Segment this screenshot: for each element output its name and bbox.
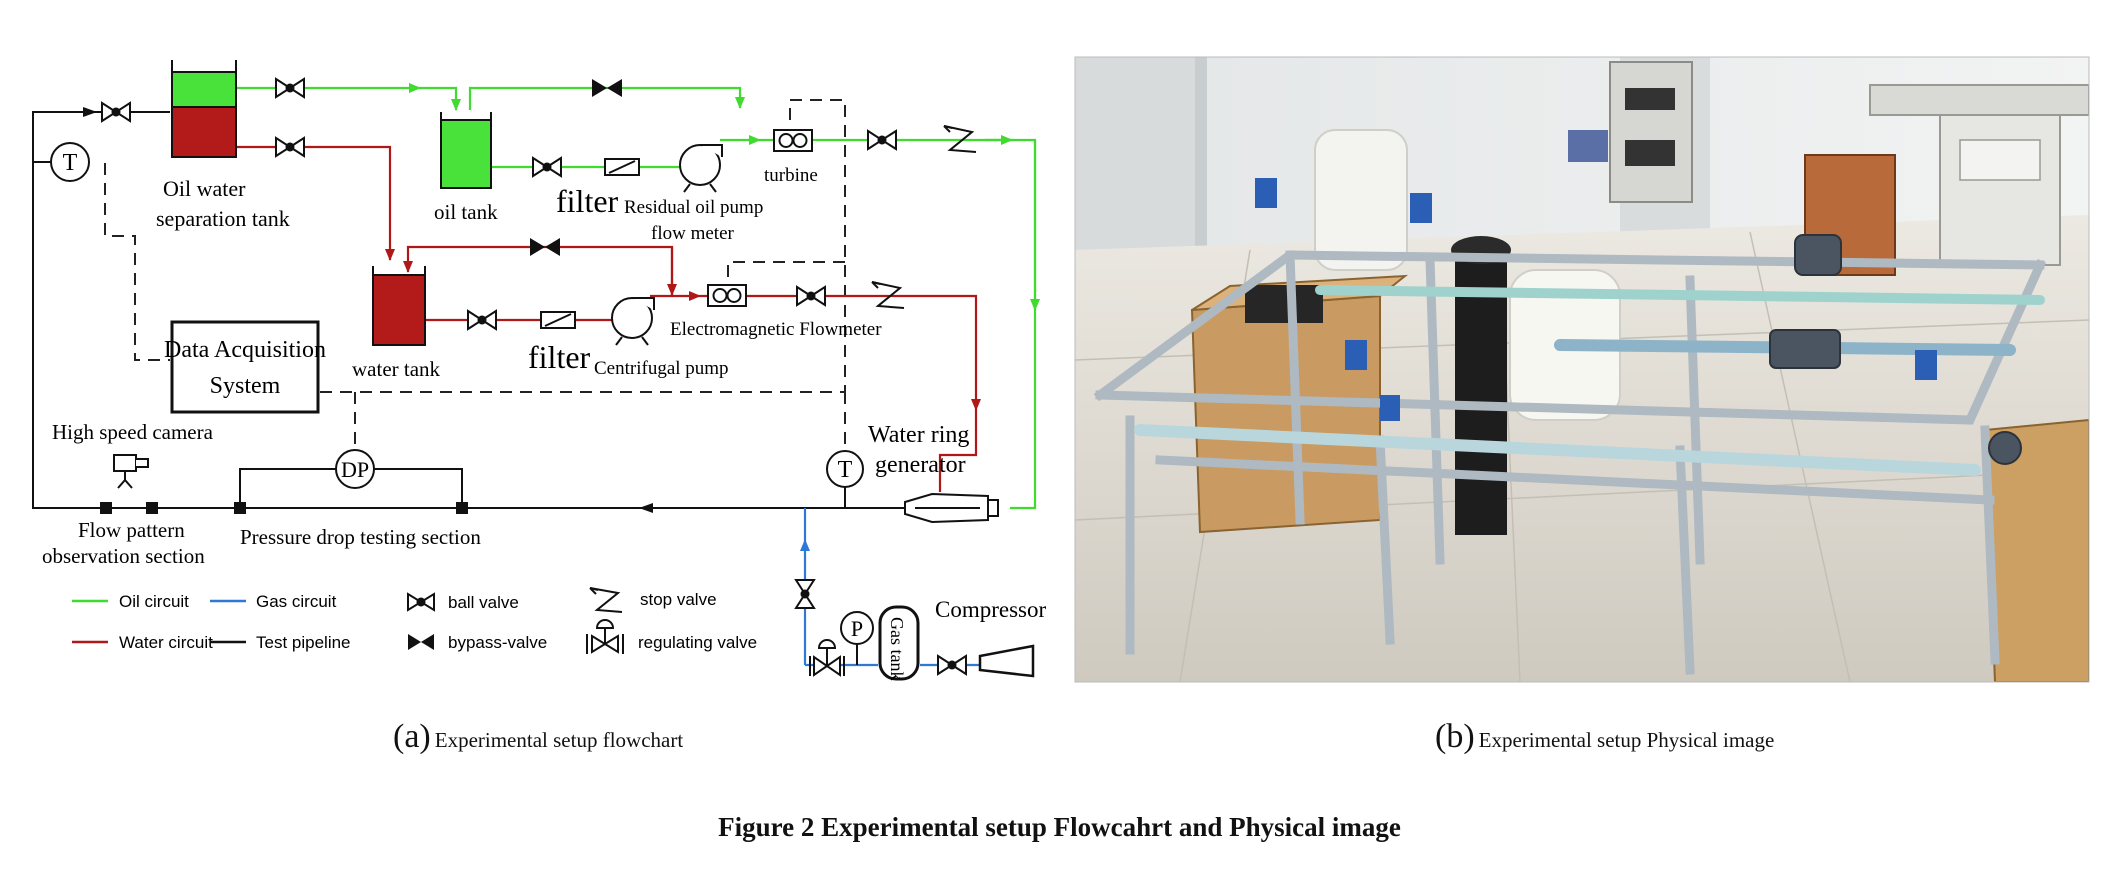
bypass-valve-icon [530, 238, 560, 256]
residual-oil-pump-icon [679, 144, 723, 193]
ball-valve-icon [937, 654, 967, 676]
pressure-drop-label: Pressure drop testing section [240, 525, 481, 549]
camera-icon [113, 454, 149, 489]
turbine-label: turbine [764, 165, 818, 186]
legend-gas-circuit: Gas circuit [256, 592, 337, 611]
legend: Oil circuit Gas circuit Water circuit Te… [72, 587, 757, 654]
ball-valve-icon [101, 101, 131, 123]
pressure-tap-marker [234, 502, 246, 514]
stop-valve-icon [871, 281, 905, 309]
filter-icon [540, 311, 576, 329]
flow-meter-label: flow meter [651, 223, 735, 244]
legend-bypass-valve: bypass-valve [448, 633, 547, 652]
residual-pump-label: Residual oil pump [624, 197, 763, 218]
separation-tank-label: separation tank [156, 206, 290, 231]
water-ring-generator-icon [904, 492, 999, 524]
bypass-valve-icon [592, 79, 622, 97]
oil-water-tank-label: Oil water [163, 176, 246, 201]
legend-oil-circuit: Oil circuit [119, 592, 189, 611]
filter-icon [604, 158, 640, 176]
caption-a-text: Experimental setup flowchart [434, 728, 684, 752]
regulating-valve-icon [809, 639, 845, 677]
flow-pattern-label-1: Flow pattern [78, 518, 185, 542]
temperature-sensor-icon: T [33, 142, 90, 182]
ball-valve-icon [867, 129, 897, 151]
stop-valve-icon [589, 587, 623, 613]
ball-valve-icon [275, 136, 305, 158]
figure-title: Figure 2 Experimental setup Flowcahrt an… [718, 812, 1401, 842]
flow-pattern-label-2: observation section [42, 544, 205, 568]
p-symbol: P [851, 616, 863, 641]
daq-label-2: System [210, 373, 281, 399]
legend-water-circuit: Water circuit [119, 633, 213, 652]
oil-tank [440, 112, 492, 189]
pressure-tap-marker [456, 502, 468, 514]
ball-valve-icon [794, 579, 816, 609]
ball-valve-icon [407, 592, 435, 612]
water-ring-label-2: generator [875, 452, 966, 478]
flow-pattern-marker [146, 502, 158, 514]
caption-b-letter: (b) [1435, 718, 1475, 755]
differential-pressure-sensor-icon: DP [335, 449, 375, 489]
flow-pattern-marker [100, 502, 112, 514]
legend-ball-valve: ball valve [448, 593, 519, 612]
filter-oil-label: filter [556, 183, 619, 219]
caption-b: (b) Experimental setup Physical image [1435, 718, 1774, 756]
camera-label: High speed camera [52, 420, 214, 444]
filter-water-label: filter [528, 339, 591, 375]
ball-valve-icon [796, 285, 826, 307]
ball-valve-icon [532, 156, 562, 178]
temperature-sensor-icon: T [826, 450, 864, 488]
daq-label-1: Data Acquisition [164, 337, 326, 363]
legend-stop-valve: stop valve [640, 590, 717, 609]
compressor-icon [978, 644, 1035, 678]
t-symbol: T [63, 150, 78, 176]
oil-water-separation-tank [171, 60, 237, 158]
legend-test-pipeline: Test pipeline [256, 633, 351, 652]
gas-tank-icon: Gas tank [878, 605, 920, 681]
electromagnetic-flowmeter-icon [707, 284, 747, 307]
water-tank [372, 266, 426, 346]
caption-b-text: Experimental setup Physical image [1478, 728, 1775, 752]
pressure-gauge-icon: P [840, 611, 874, 665]
caption-a: (a) Experimental setup flowchart [393, 718, 683, 756]
bypass-valve-icon [408, 634, 434, 650]
regulating-valve-icon [586, 619, 624, 654]
ball-valve-icon [275, 77, 305, 99]
lab-photo [1074, 56, 2090, 683]
stop-valve-icon [943, 125, 977, 153]
compressor-label: Compressor [935, 597, 1047, 622]
centrifugal-pump-label: Centrifugal pump [594, 358, 729, 379]
legend-regulating-valve: regulating valve [638, 633, 757, 652]
em-flowmeter-label: Electromagnetic Flowmeter [670, 319, 882, 340]
oil-tank-label: oil tank [434, 200, 498, 224]
signal-lines [104, 99, 846, 452]
centrifugal-pump-icon [611, 297, 655, 346]
data-acquisition-box: Data Acquisition System [164, 320, 326, 414]
water-ring-label-1: Water ring [868, 422, 969, 448]
dp-symbol: DP [341, 457, 369, 482]
ball-valve-icon [467, 309, 497, 331]
water-tank-label: water tank [352, 357, 441, 381]
gas-tank-label: Gas tank [887, 617, 907, 680]
turbine-flowmeter-icon [773, 129, 813, 152]
caption-a-letter: (a) [393, 718, 431, 755]
t-symbol: T [838, 457, 853, 483]
flowchart: Oil water separation tank oil tank water… [32, 60, 1047, 681]
